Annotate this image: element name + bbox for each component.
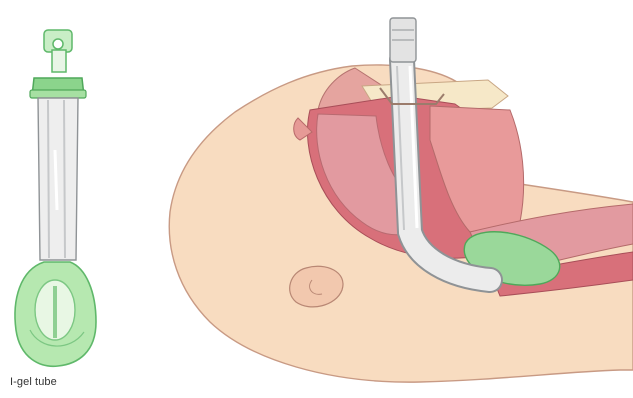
igel-device <box>15 30 96 366</box>
igel-connector <box>30 30 86 98</box>
head-cross-section <box>169 18 633 382</box>
device-caption: I-gel tube <box>10 376 57 388</box>
igel-tube-body <box>38 98 78 260</box>
igel-cuff <box>15 262 96 366</box>
